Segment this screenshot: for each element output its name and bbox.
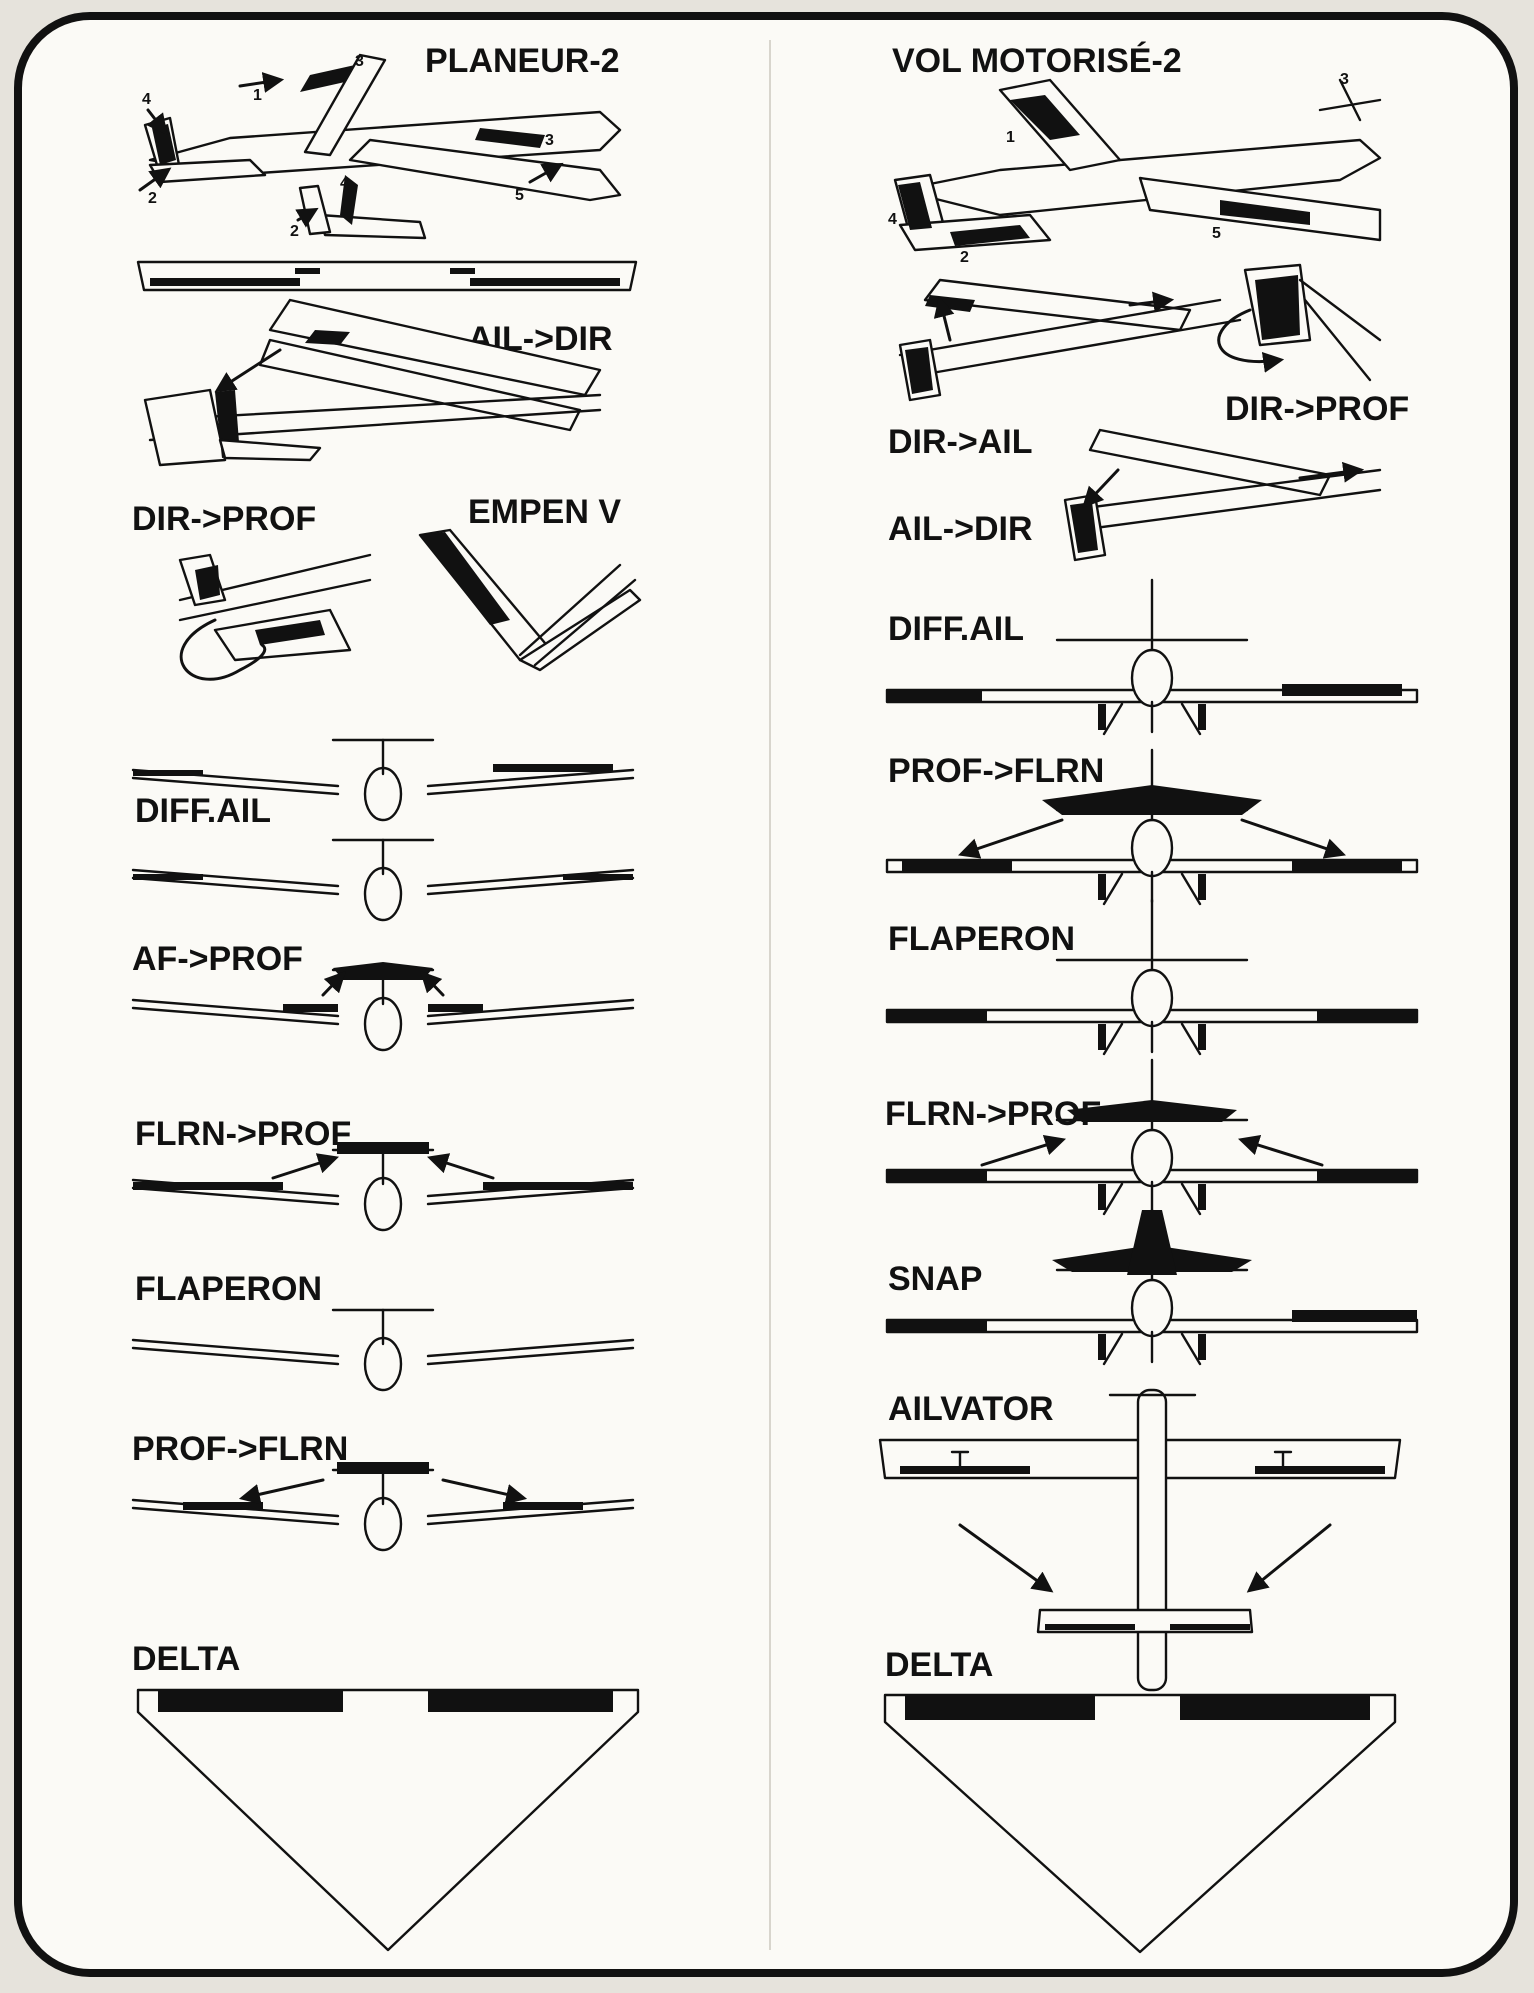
label-delta-right: DELTA bbox=[885, 1646, 993, 1684]
callout-r4: 4 bbox=[888, 211, 897, 228]
label-flaperon-right: FLAPERON bbox=[888, 920, 1075, 958]
callout-3b: 3 bbox=[545, 132, 554, 149]
snap-plane bbox=[885, 1208, 1419, 1366]
label-prof-flrn-left: PROF->FLRN bbox=[132, 1430, 348, 1468]
ailvator-illustration bbox=[878, 1388, 1402, 1692]
label-af-prof: AF->PROF bbox=[132, 940, 303, 978]
label-flrn-prof-left: FLRN->PROF bbox=[135, 1115, 351, 1153]
label-dir-prof-left: DIR->PROF bbox=[132, 500, 316, 538]
label-diff-ail-right: DIFF.AIL bbox=[888, 610, 1024, 648]
dir-ail-illustration bbox=[898, 278, 1242, 402]
label-prof-flrn-right: PROF->FLRN bbox=[888, 752, 1104, 790]
prof-flrn-glider bbox=[131, 1462, 635, 1552]
ail-dir-right-illustration bbox=[1063, 428, 1382, 562]
dir-prof-illustration bbox=[178, 553, 372, 681]
label-flrn-prof-right: FLRN->PROF bbox=[885, 1095, 1101, 1133]
callout-r3: 3 bbox=[1340, 71, 1349, 88]
flaperon-plane bbox=[885, 898, 1419, 1056]
label-dir-ail: DIR->AIL bbox=[888, 423, 1033, 461]
callout-4b: 4 bbox=[340, 175, 349, 192]
diff-ail-glider-lower bbox=[131, 838, 635, 922]
dir-prof-right-illustration bbox=[1217, 263, 1382, 382]
flrn-prof-glider bbox=[131, 1142, 635, 1232]
label-empen-v: EMPEN V bbox=[468, 493, 621, 531]
delta-wing-left bbox=[136, 1688, 640, 1952]
title-planeur: PLANEUR-2 bbox=[425, 42, 620, 80]
label-diff-ail-left: DIFF.AIL bbox=[135, 792, 271, 830]
power-plane-side-illustration: 1 2 3 4 5 bbox=[888, 71, 1382, 266]
delta-wing-right bbox=[883, 1693, 1397, 1954]
title-vol-motorise: VOL MOTORISÉ-2 bbox=[892, 42, 1182, 80]
label-delta-left: DELTA bbox=[132, 1640, 240, 1678]
label-ail-dir-right: AIL->DIR bbox=[888, 510, 1033, 548]
callout-1: 1 bbox=[253, 87, 262, 104]
callout-4: 4 bbox=[142, 91, 151, 108]
callout-2: 2 bbox=[148, 190, 157, 207]
callout-2b: 2 bbox=[290, 223, 299, 240]
label-ailvator: AILVATOR bbox=[888, 1390, 1054, 1428]
callout-r5: 5 bbox=[1212, 225, 1221, 242]
af-prof-glider bbox=[131, 962, 635, 1052]
label-dir-prof-right: DIR->PROF bbox=[1225, 390, 1409, 428]
diff-ail-glider-upper bbox=[131, 738, 635, 822]
diff-ail-plane bbox=[885, 578, 1419, 736]
prof-flrn-plane bbox=[885, 748, 1419, 906]
callout-r2: 2 bbox=[960, 249, 969, 266]
callout-r1: 1 bbox=[1006, 129, 1015, 146]
flrn-prof-plane bbox=[885, 1058, 1419, 1216]
label-snap: SNAP bbox=[888, 1260, 982, 1298]
glider-top-view bbox=[136, 260, 638, 292]
empen-v-illustration bbox=[418, 528, 642, 672]
callout-5: 5 bbox=[515, 187, 524, 204]
callout-3a: 3 bbox=[355, 53, 364, 70]
label-flaperon-left: FLAPERON bbox=[135, 1270, 322, 1308]
glider-side-illustration: 3 1 4 2 3 5 2 4 bbox=[138, 53, 622, 240]
ail-dir-illustration bbox=[143, 298, 602, 467]
